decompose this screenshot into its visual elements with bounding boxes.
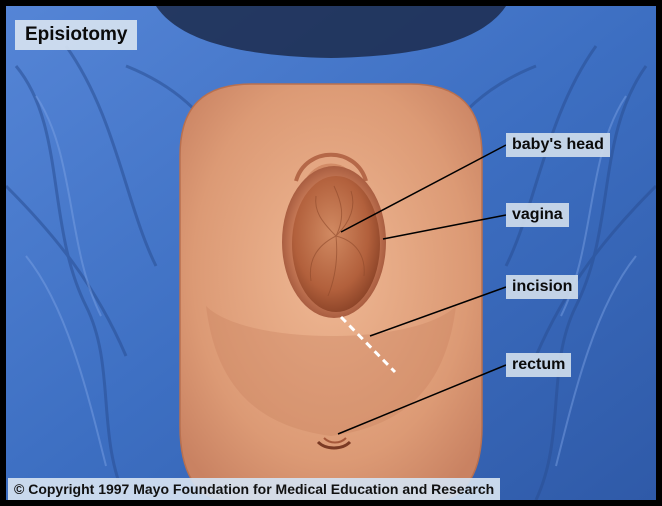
diagram-title: Episiotomy bbox=[15, 20, 137, 50]
copyright-text: © Copyright 1997 Mayo Foundation for Med… bbox=[8, 478, 500, 500]
label-babys-head: baby's head bbox=[506, 133, 610, 157]
illustration-panel: Episiotomy baby's head vagina incision r… bbox=[6, 6, 656, 500]
label-rectum: rectum bbox=[506, 353, 571, 377]
label-vagina: vagina bbox=[506, 203, 569, 227]
episiotomy-illustration bbox=[6, 6, 656, 500]
babys-head-shape bbox=[292, 176, 380, 312]
label-incision: incision bbox=[506, 275, 578, 299]
